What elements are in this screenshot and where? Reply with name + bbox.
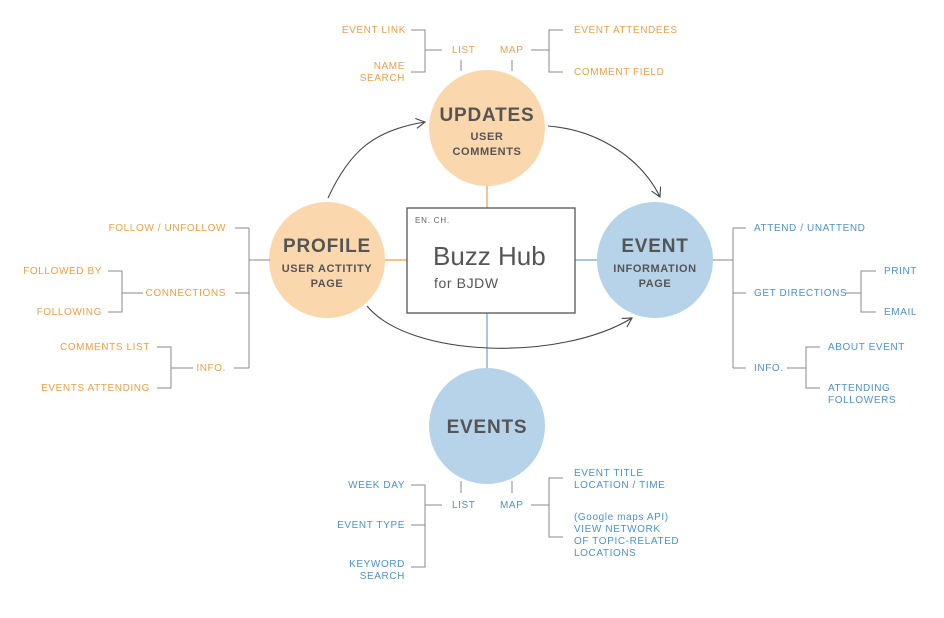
hub-box[interactable]	[406, 207, 576, 314]
events-map-label[interactable]: MAP	[500, 500, 523, 511]
updates-line1: USER	[471, 131, 504, 143]
event-circle[interactable]	[597, 202, 713, 318]
connections-label[interactable]: CONNECTIONS	[146, 288, 227, 299]
updates-list-label[interactable]: LIST	[452, 45, 476, 56]
keyword-search-label-2[interactable]: SEARCH	[360, 571, 405, 582]
week-day-label[interactable]: WEEK DAY	[348, 480, 405, 491]
name-search-label-1[interactable]: NAME	[374, 61, 405, 72]
flow-arrows	[327, 117, 662, 349]
updates-tree	[411, 29, 563, 73]
event-title: EVENT	[621, 236, 688, 257]
profile-line1: USER ACTITITY	[282, 263, 373, 275]
email-label[interactable]: EMAIL	[884, 307, 917, 318]
updates-map-label[interactable]: MAP	[500, 45, 523, 56]
following-label[interactable]: FOLLOWING	[37, 307, 102, 318]
attending-followers-label-2[interactable]: FOLLOWERS	[828, 395, 896, 406]
name-search-label-2[interactable]: SEARCH	[360, 73, 405, 84]
event-tree	[713, 227, 876, 389]
hub-title: Buzz Hub	[433, 241, 546, 271]
google-maps-label-1[interactable]: (Google maps API)	[574, 512, 669, 523]
profile-info-label[interactable]: INFO.	[196, 363, 226, 374]
profile-line2: PAGE	[311, 278, 344, 290]
attending-followers-label-1[interactable]: ATTENDING	[828, 383, 890, 394]
google-maps-label-3[interactable]: OF TOPIC-RELATED	[574, 536, 679, 547]
updates-circle[interactable]	[429, 70, 545, 186]
event-line1: INFORMATION	[613, 263, 696, 275]
keyword-search-label-1[interactable]: KEYWORD	[349, 559, 405, 570]
profile-circle[interactable]	[269, 202, 385, 318]
event-info-label[interactable]: INFO.	[754, 363, 784, 374]
events-attending-label[interactable]: EVENTS ATTENDING	[41, 383, 150, 394]
events-tree	[411, 477, 563, 568]
hub-subtitle: for BJDW	[434, 275, 499, 291]
arrow-updates-to-event	[547, 125, 662, 199]
comments-list-label[interactable]: COMMENTS LIST	[60, 342, 150, 353]
comment-field-label[interactable]: COMMENT FIELD	[574, 67, 664, 78]
updates-line2: COMMENTS	[453, 146, 522, 158]
hub-connectors	[383, 186, 597, 370]
arrow-profile-to-event	[366, 305, 633, 349]
google-maps-label-4[interactable]: LOCATIONS	[574, 548, 636, 559]
follow-unfollow-label[interactable]: FOLLOW / UNFOLLOW	[109, 223, 226, 234]
event-type-label[interactable]: EVENT TYPE	[337, 520, 405, 531]
get-directions-label[interactable]: GET DIRECTIONS	[754, 288, 847, 299]
event-title-label[interactable]: EVENT TITLE	[574, 468, 644, 479]
events-title: EVENTS	[447, 417, 528, 438]
events-list-label[interactable]: LIST	[452, 500, 476, 511]
google-maps-label-2[interactable]: VIEW NETWORK	[574, 524, 661, 535]
profile-tree	[108, 227, 270, 389]
event-line2: PAGE	[639, 278, 672, 290]
print-label[interactable]: PRINT	[884, 266, 917, 277]
hub-lang[interactable]: EN. CH.	[415, 216, 450, 225]
about-event-label[interactable]: ABOUT EVENT	[828, 342, 905, 353]
followed-by-label[interactable]: FOLLOWED BY	[23, 266, 102, 277]
profile-title: PROFILE	[283, 236, 371, 257]
attend-unattend-label[interactable]: ATTEND / UNATTEND	[754, 223, 866, 234]
updates-title: UPDATES	[440, 105, 535, 126]
events-circle[interactable]	[429, 368, 545, 484]
location-time-label[interactable]: LOCATION / TIME	[574, 480, 665, 491]
event-attendees-label[interactable]: EVENT ATTENDEES	[574, 25, 678, 36]
arrow-profile-to-updates	[327, 117, 427, 199]
event-link-label[interactable]: EVENT LINK	[342, 25, 406, 36]
